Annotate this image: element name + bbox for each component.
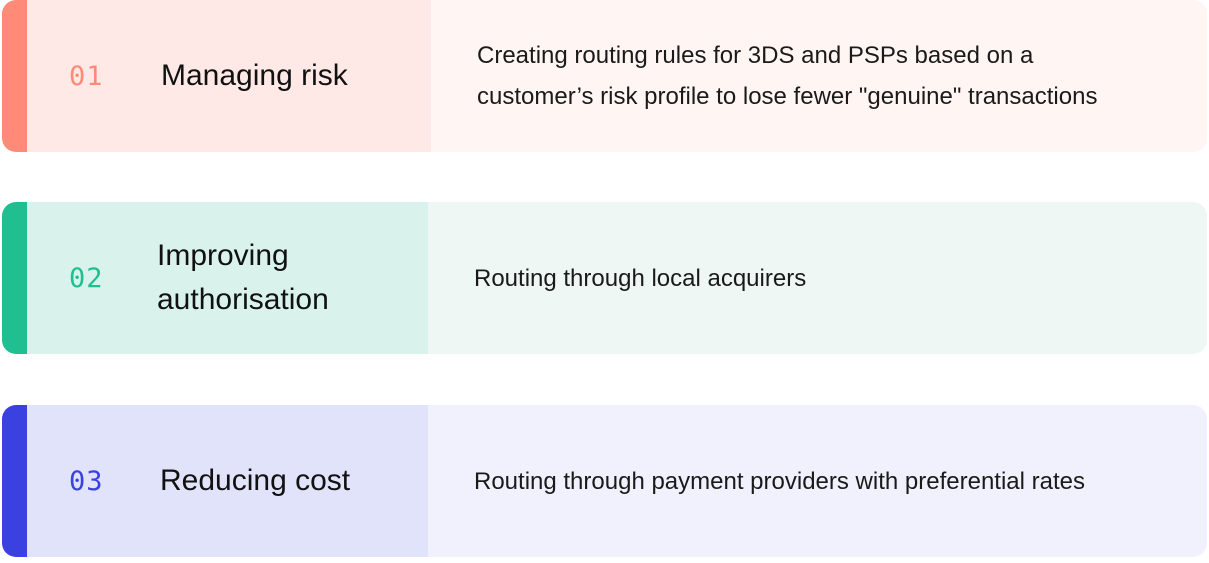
description-line: Creating routing rules for 3DS and PSPs … [477,42,1034,69]
card-description: Routing through local acquirers [474,264,807,292]
benefit-card-reducing-cost: 03 Reducing cost Routing through payment… [2,405,1207,557]
card-title: Improving authorisation [157,234,407,322]
card-left-panel: 02 Improving authorisation [27,202,428,354]
card-number: 03 [69,465,104,497]
card-left-panel: 01 Managing risk [27,0,431,152]
card-right-panel: Creating routing rules for 3DS and PSPs … [431,0,1207,152]
card-description: Routing through payment providers with p… [474,467,1085,495]
card-number: 02 [69,262,104,294]
card-right-panel: Routing through local acquirers [428,202,1207,354]
benefit-card-improving-authorisation: 02 Improving authorisation Routing throu… [2,202,1207,354]
accent-bar [2,0,27,152]
card-number: 01 [69,60,104,92]
description-line: customer’s risk profile to lose fewer "g… [477,83,1098,110]
accent-bar [2,405,27,557]
card-title: Reducing cost [160,464,351,497]
card-description: Creating routing rules for 3DS and PSPs … [477,35,1097,117]
card-right-panel: Routing through payment providers with p… [428,405,1207,557]
accent-bar [2,202,27,354]
title-line: Improving [157,239,289,272]
card-left-panel: 03 Reducing cost [27,405,428,557]
benefit-card-managing-risk: 01 Managing risk Creating routing rules … [2,0,1207,152]
title-line: authorisation [157,283,329,316]
card-title: Managing risk [161,59,348,92]
